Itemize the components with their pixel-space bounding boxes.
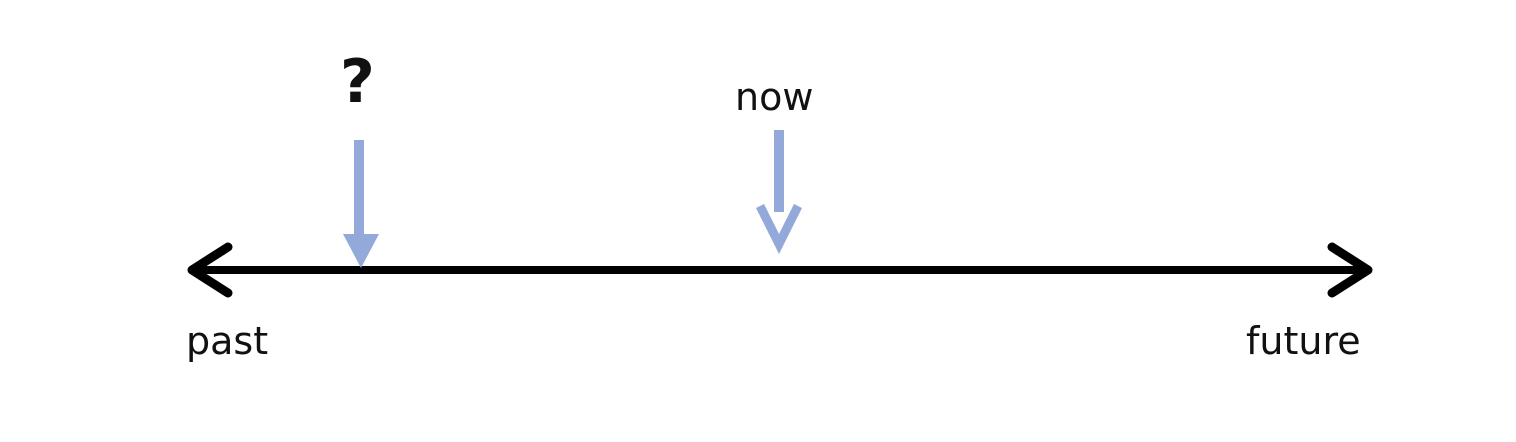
future-arrowhead-icon bbox=[1327, 242, 1373, 298]
question-marker-arrow bbox=[343, 140, 379, 268]
now-label: now bbox=[735, 75, 814, 119]
question-label: ? bbox=[340, 47, 375, 117]
now-marker-arrow bbox=[755, 130, 803, 255]
future-label: future bbox=[1246, 319, 1361, 363]
past-label: past bbox=[186, 319, 269, 363]
past-arrowhead-icon bbox=[187, 242, 233, 298]
